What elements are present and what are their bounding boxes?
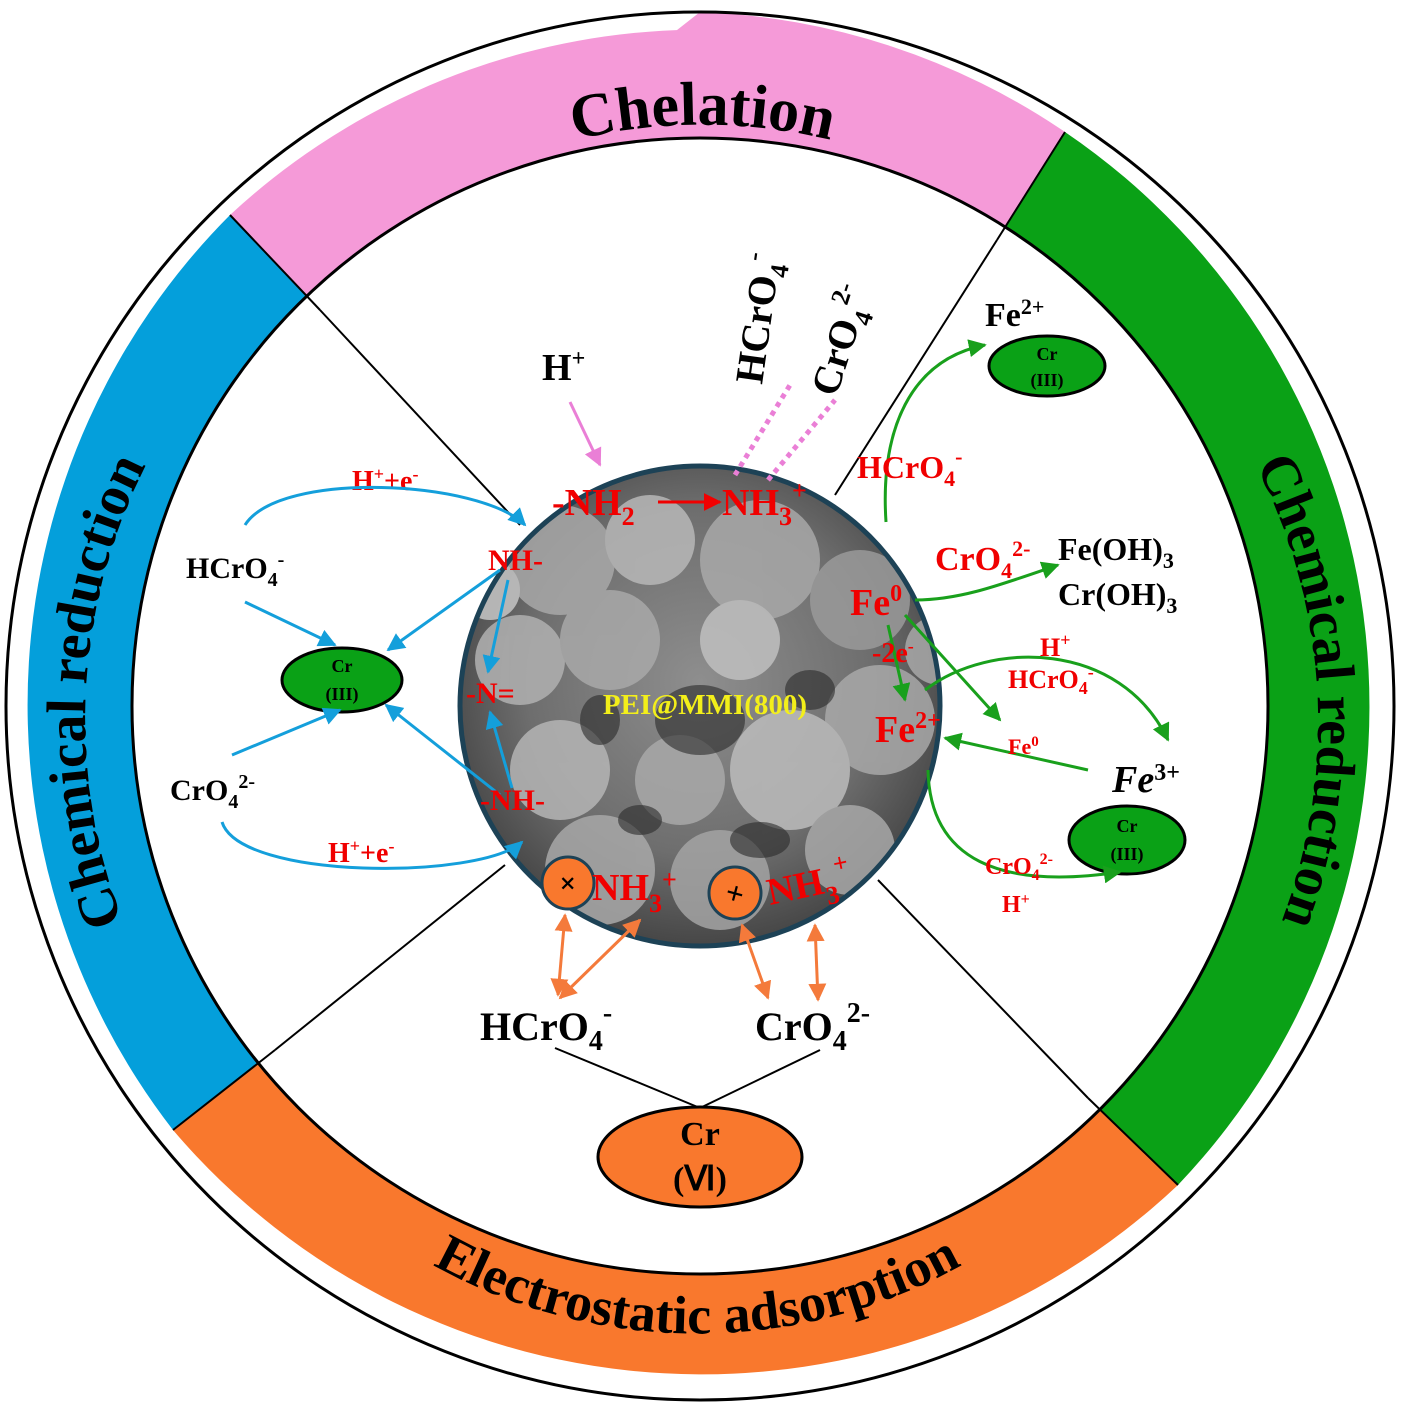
segment-electrostatic-adsorption bbox=[173, 1050, 1178, 1375]
left-hcro4: HCrO4- bbox=[186, 549, 284, 591]
nh-bottom-to-neq-arrow bbox=[485, 710, 514, 789]
right-hcro4-to-cr3-arrow bbox=[883, 339, 987, 523]
left-hplus-e-top: H++e- bbox=[352, 464, 418, 497]
electrostatic-arrows bbox=[550, 913, 827, 1002]
right-fe2-to-cr3-arrow bbox=[926, 769, 1122, 884]
nh-bottom-label: -NH- bbox=[480, 784, 545, 817]
nh-top-label: NH- bbox=[488, 544, 543, 577]
right-hcro4: HCrO4- bbox=[857, 444, 962, 491]
right-fe0-to-hydroxide-arrow bbox=[914, 561, 1060, 602]
left-cr3-label: Cr bbox=[332, 656, 353, 676]
segment-chelation-top bbox=[230, 29, 1065, 310]
right-fe0-to-fe2-arrow bbox=[886, 624, 911, 702]
bottom-hcro4: HCrO4- bbox=[480, 998, 612, 1057]
left-cro4: CrO42- bbox=[170, 771, 255, 813]
cr6-state: (Ⅵ) bbox=[673, 1161, 727, 1198]
right-cro4-bottom: CrO42- bbox=[985, 851, 1053, 884]
right-fe0-small: Fe0 bbox=[1008, 734, 1039, 759]
hcro4-dotted-line bbox=[732, 383, 793, 477]
left-nh-arrow-top bbox=[386, 568, 501, 652]
right-hplus-bottom: H+ bbox=[1002, 891, 1030, 918]
positive-charge-right bbox=[707, 865, 763, 921]
segment-chemical-reduction-left bbox=[27, 215, 321, 1130]
right-fe2-top: Fe2+ bbox=[985, 294, 1044, 334]
outer-ring bbox=[4, 10, 1396, 1402]
nh2-label: -NH2 bbox=[552, 482, 635, 531]
left-nh-arrow-bottom bbox=[384, 703, 501, 797]
right-minus2e: -2e- bbox=[872, 636, 914, 669]
divider-lines bbox=[172, 131, 1179, 1186]
left-hplus-e-bottom: H++e- bbox=[328, 836, 394, 869]
right-hcro4-mid: HCrO4- bbox=[1008, 662, 1094, 698]
nh-to-neq-arrow bbox=[482, 579, 510, 674]
h-plus-top: H+ bbox=[542, 346, 585, 389]
cro4-dotted-line bbox=[766, 398, 837, 482]
segment-chemical-reduction-right bbox=[997, 132, 1370, 1185]
right-fe3: Fe3+ bbox=[1111, 759, 1180, 801]
hcro4-connector bbox=[554, 1047, 701, 1109]
right-bottom-cr3-label: Cr bbox=[1117, 816, 1138, 836]
left-hcro4-arrow bbox=[244, 600, 337, 647]
right-bottom-cr3-state: (III) bbox=[1110, 844, 1143, 865]
right-top-cr3-ellipse bbox=[987, 334, 1107, 398]
right-bottom-cr3-ellipse bbox=[1067, 804, 1187, 876]
nh3-top-label: NH3+ bbox=[722, 476, 807, 531]
right-fe0: Fe0 bbox=[850, 581, 902, 624]
right-feoh3: Fe(OH)3 bbox=[1058, 531, 1174, 573]
right-fe2-to-fe3-arrow bbox=[924, 655, 1170, 742]
right-top-cr3-state: (III) bbox=[1030, 370, 1063, 391]
cro4-connector bbox=[699, 1049, 821, 1109]
positive-charge-left bbox=[540, 855, 596, 911]
h-plus-arrow bbox=[568, 401, 602, 467]
cr6-label: Cr bbox=[680, 1116, 720, 1153]
nh3-bottom-left: NH3+ bbox=[592, 865, 677, 918]
right-fe3-to-fe2-arrow bbox=[943, 732, 1089, 772]
left-cr3-state: (III) bbox=[325, 684, 358, 705]
cr6-ellipse bbox=[596, 1105, 804, 1209]
left-bottom-curve-arrow bbox=[220, 821, 524, 870]
bottom-cro4: CrO42- bbox=[755, 998, 870, 1057]
center-label: PEI@MMI(800) bbox=[603, 689, 807, 721]
left-cro4-arrow bbox=[231, 707, 342, 757]
right-croh3: Cr(OH)3 bbox=[1058, 576, 1177, 618]
right-fe0-diagonal-arrow bbox=[903, 613, 1002, 722]
n-eq-label: -N= bbox=[466, 677, 515, 710]
right-hplus-mid: H+ bbox=[1040, 630, 1071, 662]
left-top-curve-arrow bbox=[243, 485, 527, 527]
left-cr3-ellipse bbox=[280, 646, 404, 714]
right-top-cr3-label: Cr bbox=[1037, 344, 1058, 364]
right-fe2-mid: Fe2+ bbox=[875, 708, 941, 751]
right-cro4: CrO42- bbox=[935, 536, 1030, 583]
